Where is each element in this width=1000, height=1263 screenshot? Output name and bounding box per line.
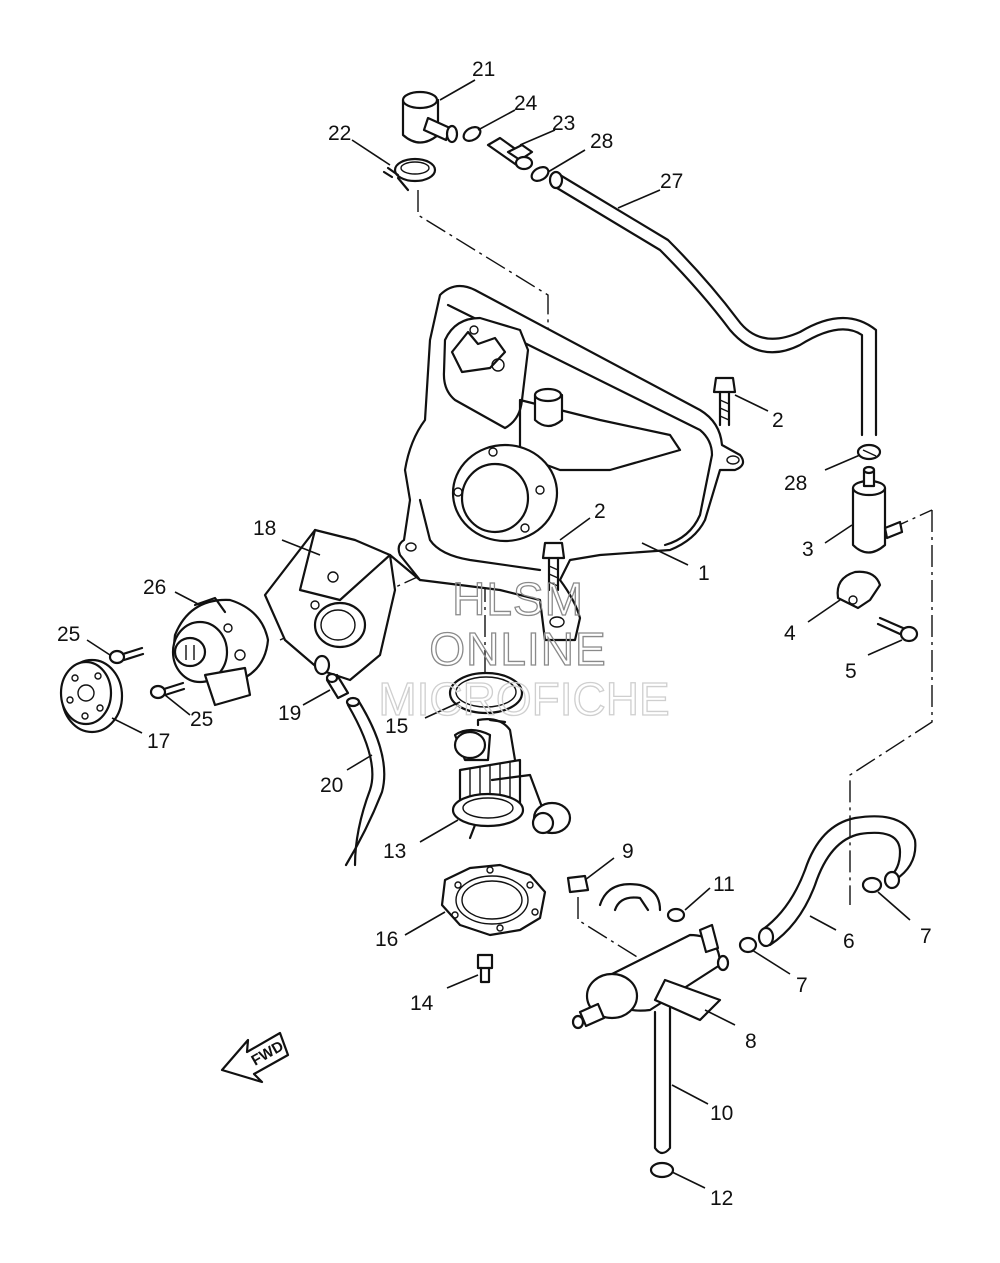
- callout-8: 8: [745, 1030, 757, 1053]
- part-13-fuel-pump: [451, 718, 572, 840]
- part-22-hose-clamp: [382, 157, 437, 192]
- watermark-line3: MICROFICHE: [378, 673, 669, 725]
- callout-4: 4: [784, 622, 796, 645]
- part-19-fitting: [325, 672, 350, 700]
- callout-20: 20: [320, 774, 343, 797]
- part-25-screw-lower: [149, 681, 186, 700]
- callout-14: 14: [410, 992, 434, 1015]
- part-26-cap-lock: [171, 596, 270, 707]
- part-28-clip-upper: [530, 166, 550, 182]
- part-21-elbow-fitting: [401, 90, 459, 144]
- part-9-bolt: [566, 874, 590, 894]
- part-27-hose: [548, 170, 878, 437]
- callout-17: 17: [147, 730, 170, 753]
- callout-28: 28: [590, 130, 613, 153]
- callout-7: 7: [920, 925, 932, 948]
- part-2-bolt-right: [712, 376, 737, 427]
- part-11-clip: [666, 907, 686, 923]
- callout-18: 18: [253, 517, 276, 540]
- callout-7: 7: [796, 974, 808, 997]
- callout-23: 23: [552, 112, 575, 135]
- watermark: HLSM ONLINE MICROFICHE: [378, 572, 671, 725]
- part-7-clip-right: [861, 876, 883, 894]
- part-28-clip-right: [856, 443, 882, 461]
- callout-19: 19: [278, 702, 301, 725]
- callout-24: 24: [514, 92, 538, 115]
- part-7-clip-left: [738, 936, 758, 954]
- part-20-hose: [344, 696, 386, 867]
- callout-1: 1: [698, 562, 710, 585]
- callout-12: 12: [710, 1187, 733, 1210]
- callout-labels: 1 2 2 3 4 5 6 7 7 8 9 10 11 12 13 14 15 …: [57, 58, 932, 1210]
- part-24-clip: [462, 126, 482, 142]
- callout-15: 15: [385, 715, 408, 738]
- part-4-clamp: [836, 570, 882, 610]
- part-23-joint: [486, 136, 534, 171]
- callout-21: 21: [472, 58, 495, 81]
- callout-6: 6: [843, 930, 855, 953]
- callout-13: 13: [383, 840, 406, 863]
- callout-10: 10: [710, 1102, 733, 1125]
- part-14-screw: [476, 953, 494, 984]
- watermark-line2: ONLINE: [429, 623, 606, 675]
- callout-25: 25: [57, 623, 80, 646]
- callout-11: 11: [713, 873, 735, 896]
- part-12-clip: [649, 1161, 675, 1179]
- callout-3: 3: [802, 538, 814, 561]
- part-6-hose: [757, 815, 917, 948]
- part-16-gasket: [440, 863, 547, 937]
- callout-16: 16: [375, 928, 398, 951]
- leader-lines: [86, 79, 911, 1189]
- part-5-bolt: [876, 616, 919, 643]
- part-1-fuel-tank: [397, 284, 745, 642]
- callout-2: 2: [594, 500, 606, 523]
- fwd-arrow: FWD: [220, 1031, 290, 1084]
- part-3-fuel-filter: [851, 465, 904, 554]
- callout-27: 27: [660, 170, 683, 193]
- part-8-regulator: [571, 883, 730, 1030]
- part-10-hose: [653, 1006, 672, 1155]
- callout-25: 25: [190, 708, 213, 731]
- callout-22: 22: [328, 122, 351, 145]
- callout-9: 9: [622, 840, 634, 863]
- part-2-bolt-center: [541, 541, 566, 592]
- callout-26: 26: [143, 576, 166, 599]
- watermark-line1: HLSM: [452, 573, 584, 625]
- part-15-o-ring: [448, 671, 524, 715]
- part-25-screw-upper: [108, 646, 145, 665]
- callout-28: 28: [784, 472, 807, 495]
- callout-5: 5: [845, 660, 857, 683]
- callout-2: 2: [772, 409, 784, 432]
- part-18-bracket: [263, 528, 422, 682]
- part-17-cap: [59, 658, 124, 734]
